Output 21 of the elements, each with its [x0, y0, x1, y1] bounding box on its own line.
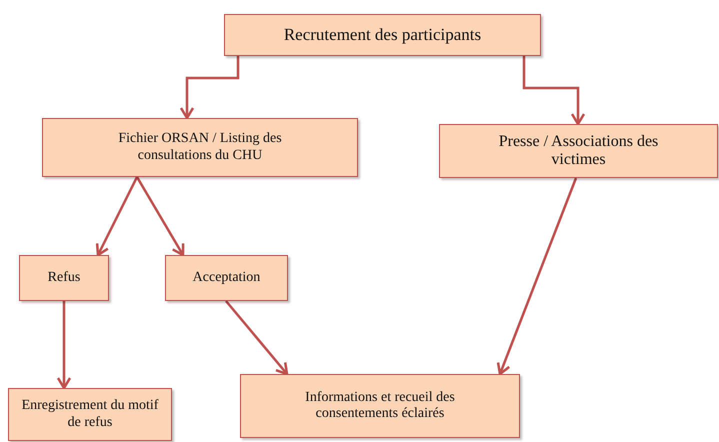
arrow: [136, 176, 184, 256]
process-box: [8, 388, 172, 441]
process-box: [42, 118, 358, 177]
process-box: [19, 255, 109, 301]
box-label: Informations et recueil des consentements éclairés: [304, 390, 456, 422]
process-box: [240, 374, 520, 438]
arrow: [496, 178, 578, 376]
process-box: [439, 124, 718, 178]
arrow: [56, 301, 72, 390]
arrow: [180, 56, 240, 120]
arrow: [225, 300, 288, 376]
arrow: [96, 176, 138, 256]
box-label: Recrutement des participants: [284, 25, 482, 45]
box-label: Presse / Associations des victimes: [498, 132, 660, 170]
box-label: Fichier ORSAN / Listing des consultations du CHU: [117, 131, 283, 164]
box-label: Refus: [48, 270, 80, 286]
process-box: [224, 14, 541, 56]
process-box: [165, 255, 288, 301]
box-label: Acceptation: [192, 270, 260, 286]
arrow: [522, 56, 586, 126]
box-label: Enregistrement du motif de refus: [20, 398, 160, 431]
